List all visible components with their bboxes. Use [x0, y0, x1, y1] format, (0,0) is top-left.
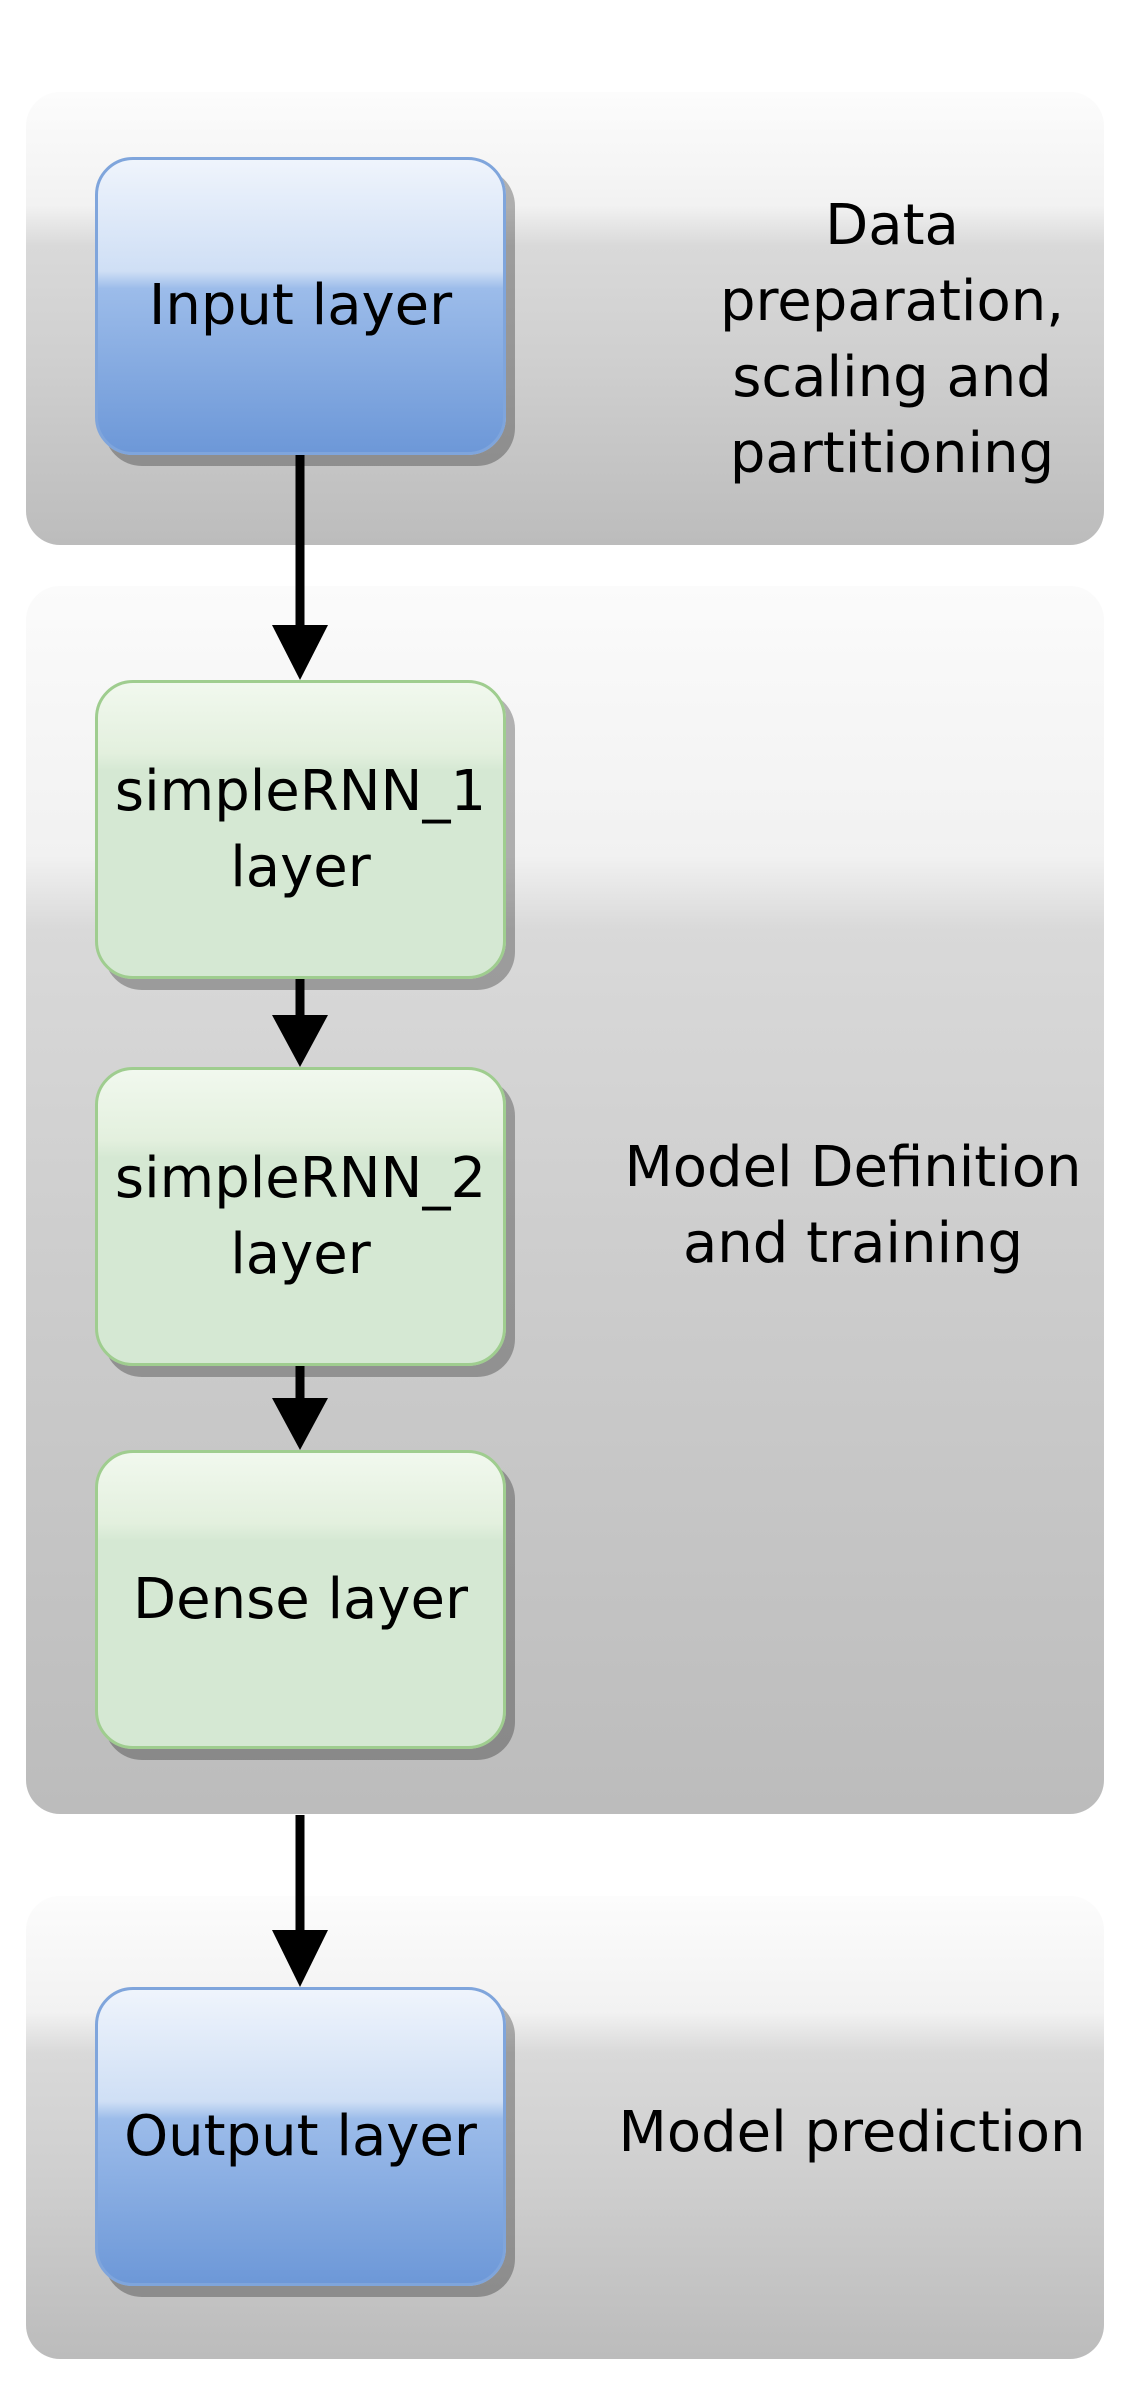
output-layer-node: Output layer [95, 1987, 506, 2286]
simplernn-1-layer-node: simpleRNN_1 layer [95, 680, 506, 979]
dense-layer-label: Dense layer [133, 1566, 468, 1632]
stage-label-data-preparation: Data preparation, scaling and partitioni… [719, 193, 1065, 486]
simplernn-1-layer-label: simpleRNN_1 layer [114, 758, 487, 900]
input-layer-label: Input layer [148, 273, 453, 338]
input-layer-node: Input layer [95, 157, 506, 455]
stage-label-model-prediction: Model prediction [618, 2100, 1086, 2165]
output-layer-label: Output layer [124, 2103, 477, 2169]
stage-label-model-definition: Model Definition and training [624, 1135, 1082, 1276]
dense-layer-node: Dense layer [95, 1450, 506, 1749]
simplernn-2-layer-node: simpleRNN_2 layer [95, 1067, 506, 1366]
simplernn-2-layer-label: simpleRNN_2 layer [114, 1145, 487, 1287]
